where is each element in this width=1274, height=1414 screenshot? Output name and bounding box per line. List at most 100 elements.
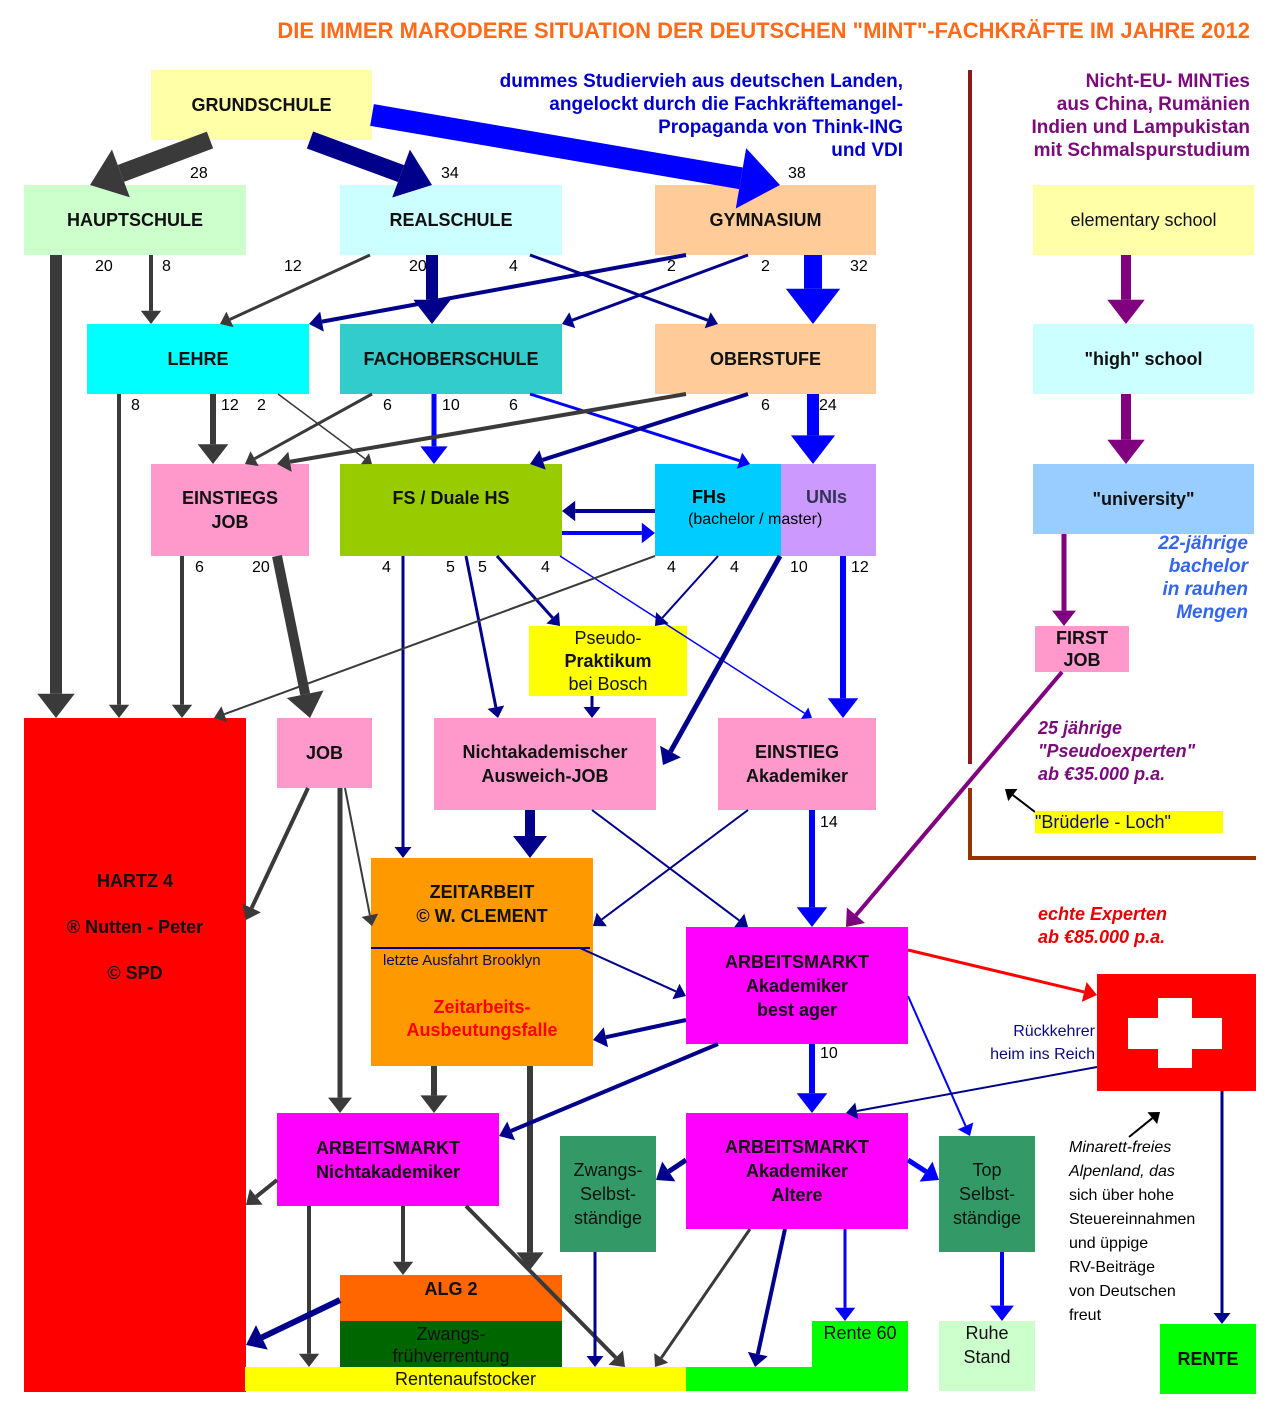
arrow-head [919, 1161, 939, 1182]
arrow-alg2-hartz [246, 1297, 342, 1350]
arrow-am-topselbst [907, 995, 974, 1136]
box-hartz4: HARTZ 4® Nutten - Peter© SPD [24, 718, 246, 1392]
note-line: echte Experten [1038, 904, 1168, 924]
note-line: bachelor [1168, 556, 1248, 577]
arrow-hs-hartz [37, 255, 75, 718]
box-elementary-school: elementary school [1033, 185, 1254, 255]
note-line: dummes Studiervieh aus deutschen Landen, [499, 71, 903, 92]
arrow-head [1147, 1112, 1160, 1125]
flow-number: 6 [761, 397, 770, 414]
note-line: Alpenland, das [1069, 1163, 1175, 1180]
note-line: Rückkehrer [1013, 1023, 1095, 1040]
note-line: Minarett-freies [1069, 1139, 1172, 1156]
real-experts-note: echte Experten ab €85.000 p.a. [1038, 903, 1238, 949]
arrow-altere-topselbst [906, 1157, 939, 1182]
arrow-fos-fhs [529, 392, 750, 469]
arrow-head [413, 299, 451, 324]
arrow-head [37, 693, 75, 718]
bachelor-22-note: 22-jährige bachelor in rauhen Mengen [1100, 532, 1248, 624]
flow-number: 4 [509, 258, 518, 275]
arrow-brooklyn-am [579, 947, 686, 1000]
box-label: FACHOBERSCHULE [363, 349, 539, 369]
flow-number: 12 [851, 559, 869, 576]
arrow-head [660, 745, 681, 765]
arrow-rs-oberstufe [529, 253, 718, 329]
arrow-head [957, 1122, 974, 1136]
flow-number: 2 [761, 258, 770, 275]
arrow-job-hartz [242, 787, 310, 920]
box-lehre: LEHRE [87, 324, 309, 394]
note-line: angelockt durch die Fachkräftemangel- [549, 94, 903, 115]
arrow-head [785, 288, 841, 324]
green-bar [686, 1367, 908, 1391]
box-label: Ruhe [965, 1323, 1009, 1343]
box-label: FS / Duale HS [392, 488, 510, 508]
box-label: GRUNDSCHULE [191, 95, 332, 115]
arrow-shaft [529, 392, 740, 463]
box-hauptschule: HAUPTSCHULE [24, 185, 246, 255]
box-label: EINSTIEGS [181, 488, 279, 508]
arrow-hs-lehre [140, 255, 162, 324]
arrow-shaft [541, 392, 749, 462]
box-label: Akademiker [745, 975, 849, 996]
arrow-ob-einstiegsjob [277, 392, 687, 472]
arrow-fs-ausweich [464, 555, 505, 718]
arrow-shaft [306, 131, 405, 183]
box-zwangsfruehverrentung: Zwangs-frühverrentung [340, 1321, 562, 1368]
box-label: best ager [756, 999, 838, 1020]
flow-number: 20 [409, 258, 427, 275]
fhs-label: FHs [692, 487, 727, 507]
arrow-firstjob-am [846, 670, 1064, 927]
arrow-job-am [328, 788, 352, 1113]
note-line: Steuereinnahmen [1069, 1211, 1196, 1228]
box-gymnasium: GYMNASIUM [655, 185, 876, 255]
arrow-head [593, 1027, 609, 1048]
note-line: 25 jährige [1038, 718, 1123, 738]
arrow-praktikum-ausweich [583, 696, 601, 718]
box-label: elementary school [1070, 210, 1217, 230]
arrow-head [562, 312, 576, 329]
flow-number: 10 [790, 559, 808, 576]
box-grundschule: GRUNDSCHULE [151, 70, 372, 140]
arrow-head [796, 1093, 828, 1113]
arrow-nichtakad-hartz [246, 1178, 279, 1205]
returnees-note: Rückkehrer heim ins Reich [950, 1020, 1095, 1066]
note-line: und üppige [1069, 1235, 1149, 1252]
box-label: Praktikum [564, 650, 652, 671]
diagram-title: DIE IMMER MARODERE SITUATION DER DEUTSCH… [277, 18, 1250, 43]
flow-number: 12 [221, 397, 239, 414]
box-label: Pseudo- [574, 627, 642, 648]
arrow-head [394, 847, 412, 858]
arrow-shaft [253, 392, 373, 461]
box-label: Selbst- [579, 1184, 637, 1204]
arrow-shaft [272, 555, 311, 696]
arrow-head [608, 1350, 625, 1367]
box-label: Rentenaufstocker [394, 1369, 537, 1389]
arrow-head [546, 612, 560, 626]
arrow-head [593, 912, 607, 927]
box-label: Nichtakademischer [462, 742, 628, 762]
arrow-ej-job [272, 555, 324, 718]
arrow-switzerland-altere [846, 1066, 1098, 1120]
note-line: von Deutschen [1069, 1283, 1176, 1300]
brooklyn-exit-label: letzte Ausfahrt Brooklyn [383, 952, 541, 969]
box-label: Akademiker [745, 766, 849, 786]
box-label: Zeitarbeits- [433, 997, 531, 1017]
arrow-head [499, 1121, 516, 1141]
arrow-ausweich-zeitarbeit [513, 810, 547, 858]
arrow-head [420, 446, 448, 464]
flow-number: 38 [788, 165, 806, 182]
flow-number: 6 [195, 559, 204, 576]
box-rente60: Rente 60 [812, 1321, 908, 1371]
arrow-bruederle-pointer [1005, 788, 1036, 813]
box-label: ARBEITSMARKT [316, 1137, 460, 1158]
flow-number: 4 [541, 559, 550, 576]
box-label: "high" school [1084, 349, 1203, 369]
box-label: GYMNASIUM [709, 210, 822, 230]
box-label: ARBEITSMARKT [725, 1137, 869, 1157]
arrow-shaft [249, 787, 310, 909]
arrow-gym-fos [562, 253, 749, 329]
